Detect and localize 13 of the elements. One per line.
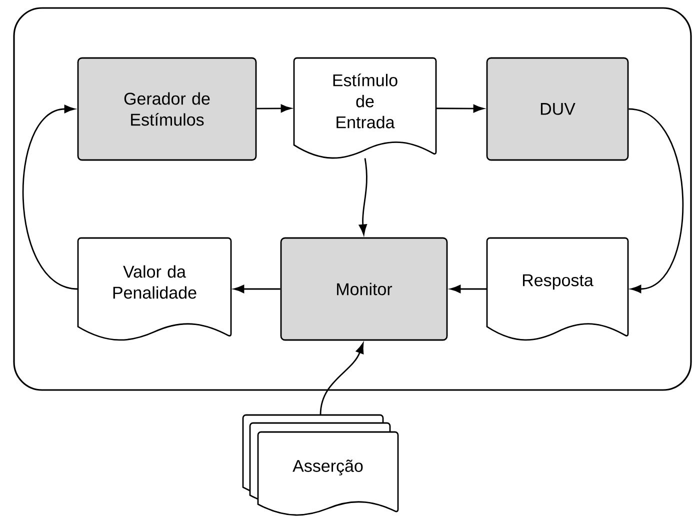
arrow: [436, 104, 484, 113]
container-frame: [13, 7, 692, 391]
process-box: Gerador de Estímulos: [77, 57, 257, 161]
arrow: [628, 108, 684, 294]
arrow: [320, 342, 364, 415]
document-stack: Asserção: [242, 414, 399, 516]
process-box: DUV: [486, 57, 629, 161]
process-box: Monitor: [280, 237, 448, 341]
arrow: [256, 104, 292, 112]
arrow: [234, 284, 280, 294]
arrow: [22, 104, 78, 290]
arrow: [450, 284, 487, 294]
arrow: [358, 158, 368, 235]
